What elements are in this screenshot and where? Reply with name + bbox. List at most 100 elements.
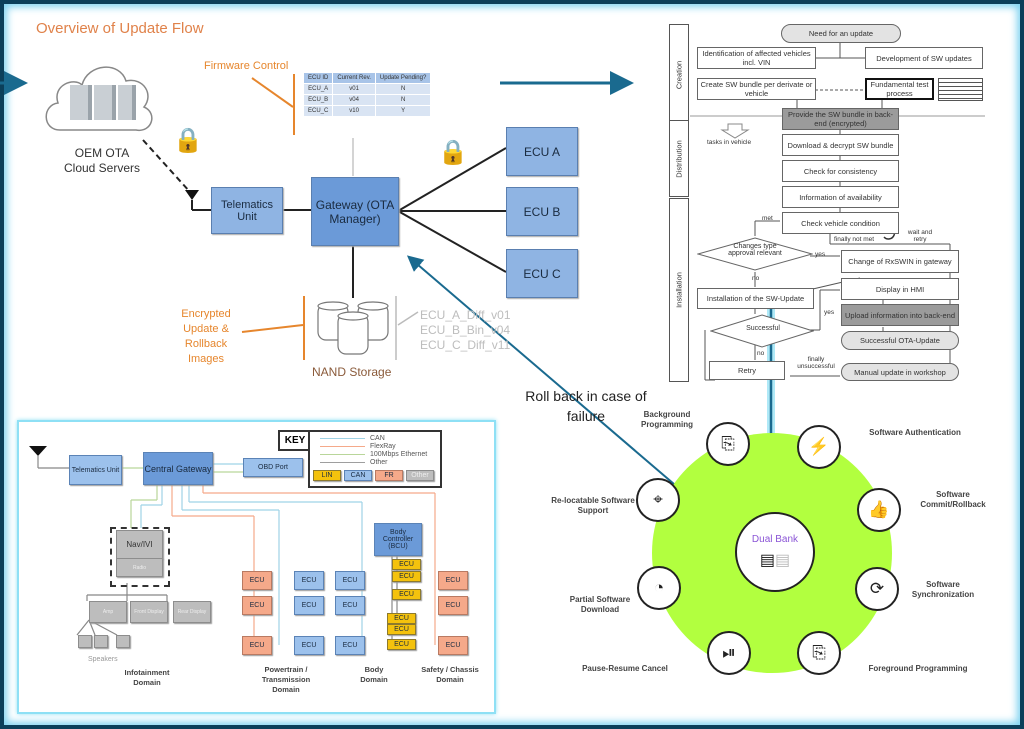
tasks-in-vehicle-label: tasks in vehicle bbox=[707, 139, 752, 146]
changes-type-label: Changes type approval relevant bbox=[728, 243, 782, 257]
fc-retry: Retry bbox=[709, 361, 785, 380]
fc-manual-update: Manual update in workshop bbox=[841, 363, 959, 381]
document-icon bbox=[938, 78, 983, 101]
fc-provide-bundle: Provide the SW bundle in back-end (encry… bbox=[782, 108, 899, 130]
ecu-box: ECU bbox=[294, 571, 324, 590]
ecu-a-box: ECU A bbox=[506, 127, 578, 176]
no-label: no bbox=[752, 275, 760, 282]
speakers-label: Speakers bbox=[88, 656, 118, 663]
legend-other: Other bbox=[406, 470, 434, 481]
domain-infotainment: Infotainment Domain bbox=[124, 668, 170, 687]
wireless-link bbox=[142, 139, 191, 193]
ecu-box: ECU bbox=[438, 636, 468, 655]
legend-label: Other bbox=[370, 459, 388, 466]
speaker-box bbox=[78, 635, 92, 648]
page-title: Overview of Update Flow bbox=[36, 20, 204, 37]
antenna-icon bbox=[185, 190, 199, 200]
table-header: Update Pending? bbox=[374, 72, 432, 84]
lin-ecu-box: ECU bbox=[387, 639, 416, 650]
gateway-box: Gateway (OTA Manager) bbox=[311, 177, 399, 246]
feature-pause-resume: Pause-Resume Cancel bbox=[582, 664, 668, 673]
successful-label: Successful bbox=[746, 325, 780, 332]
fc-success-ota: Successful OTA-Update bbox=[841, 331, 959, 350]
nand-file: ECU_A_Diff_v01 bbox=[420, 308, 511, 322]
cell: v01 bbox=[332, 83, 376, 95]
feature-software-authentication: Software Authentication bbox=[869, 428, 961, 437]
fc-display-hmi: Display in HMI bbox=[841, 278, 959, 300]
encrypted-images-label: Encrypted Update & Rollback Images bbox=[170, 307, 242, 367]
antenna-icon bbox=[29, 446, 47, 456]
partial-download-icon: ◔ bbox=[637, 566, 681, 610]
nand-file-list: ECU_A_Diff_v01 ECU_B_Bin_v04 ECU_C_Diff_… bbox=[420, 308, 511, 353]
database-icon: ▤▤ bbox=[759, 552, 791, 569]
legend-label: FlexRay bbox=[370, 443, 396, 450]
finally-unsuccessful-label: finally unsuccessful bbox=[797, 356, 835, 370]
pause-resume-icon: ⏯ bbox=[707, 631, 751, 675]
lock-icon: 🔒 bbox=[173, 127, 203, 154]
fc-availability: Information of availability bbox=[782, 186, 899, 208]
fc-fundamental-test: Fundamental test process bbox=[865, 78, 934, 100]
lin-ecu-box: ECU bbox=[392, 589, 421, 600]
ecu-box: ECU bbox=[335, 571, 365, 590]
cell: N bbox=[374, 94, 432, 106]
legend-boxes: LIN CAN FR Other bbox=[313, 470, 434, 481]
radio-box: Radio bbox=[116, 558, 163, 577]
fc-create-bundle: Create SW bundle per derivate or vehicle bbox=[697, 78, 816, 100]
feature-relocatable: Re-locatable Software Support bbox=[551, 496, 635, 515]
fc-need: Need for an update bbox=[781, 24, 901, 43]
database-icon bbox=[317, 301, 389, 355]
domain-safety: Safety / Chassis Domain bbox=[421, 665, 479, 684]
cell: ECU_C bbox=[302, 105, 334, 117]
synchronization-icon: ⟳ bbox=[855, 567, 899, 611]
lin-ecu-box: ECU bbox=[392, 571, 421, 582]
telematics-unit-box: Telematics Unit bbox=[211, 187, 283, 234]
lower-telematics-box: Telematics Unit bbox=[69, 455, 122, 485]
nand-file: ECU_B_Bin_v04 bbox=[420, 323, 511, 337]
fc-successful bbox=[710, 314, 814, 348]
ecu-box: ECU bbox=[335, 596, 365, 615]
ecu-b-box: ECU B bbox=[506, 187, 578, 236]
ecu-box: ECU bbox=[335, 636, 365, 655]
legend-label: CAN bbox=[370, 435, 385, 442]
lin-ecu-box: ECU bbox=[387, 624, 416, 635]
lin-ecu-box: ECU bbox=[387, 613, 416, 624]
legend-item: FlexRay bbox=[320, 443, 427, 451]
key-title: KEY bbox=[278, 430, 312, 451]
legend-item: CAN bbox=[320, 435, 427, 443]
feature-background-programming: Background Programming bbox=[640, 410, 693, 429]
rollback-label: Roll back in case of failure bbox=[525, 388, 647, 424]
cell: ECU_B bbox=[302, 94, 334, 106]
fc-installation: Installation of the SW-Update bbox=[697, 288, 814, 309]
feature-foreground-programming: Foreground Programming bbox=[868, 664, 968, 673]
amp-box: Amp bbox=[89, 601, 127, 623]
cell: ECU_A bbox=[302, 83, 334, 95]
fc-change-rxswin: Change of RxSWIN in gateway bbox=[841, 250, 959, 273]
fc-development: Development of SW updates bbox=[865, 47, 983, 69]
ecu-box: ECU bbox=[242, 636, 272, 655]
authentication-icon: ⚡ bbox=[797, 425, 841, 469]
commit-rollback-icon: 👍 bbox=[857, 488, 901, 532]
legend-item: 100Mbps Ethernet bbox=[320, 451, 427, 459]
label-line: Update & bbox=[183, 323, 229, 335]
firmware-control-label: Firmware Control bbox=[204, 60, 289, 72]
ecu-box: ECU bbox=[242, 571, 272, 590]
ecu-box: ECU bbox=[438, 596, 468, 615]
bcu-box: Body Controller (BCU) bbox=[374, 523, 422, 556]
fc-changes-type bbox=[697, 237, 813, 271]
fc-download: Download & decrypt SW bundle bbox=[782, 134, 899, 156]
legend: CAN FlexRay 100Mbps Ethernet Other LIN C… bbox=[308, 430, 442, 488]
obd-port-box: OBD Port bbox=[243, 458, 303, 477]
rollback-arrow bbox=[406, 255, 717, 521]
background-programming-icon: ⎘ bbox=[706, 422, 750, 466]
ecu-box: ECU bbox=[438, 571, 468, 590]
cloud-icon bbox=[45, 66, 153, 131]
legend-item: Other bbox=[320, 459, 427, 467]
cloud-label-line: Cloud Servers bbox=[63, 161, 141, 175]
label-line: Encrypted bbox=[181, 308, 231, 320]
nav-ivi-box: Nav/IVI bbox=[116, 530, 163, 559]
firmware-table: ECU ID Current Rev. Update Pending? ECU_… bbox=[302, 72, 432, 117]
legend-label: 100Mbps Ethernet bbox=[370, 451, 428, 458]
